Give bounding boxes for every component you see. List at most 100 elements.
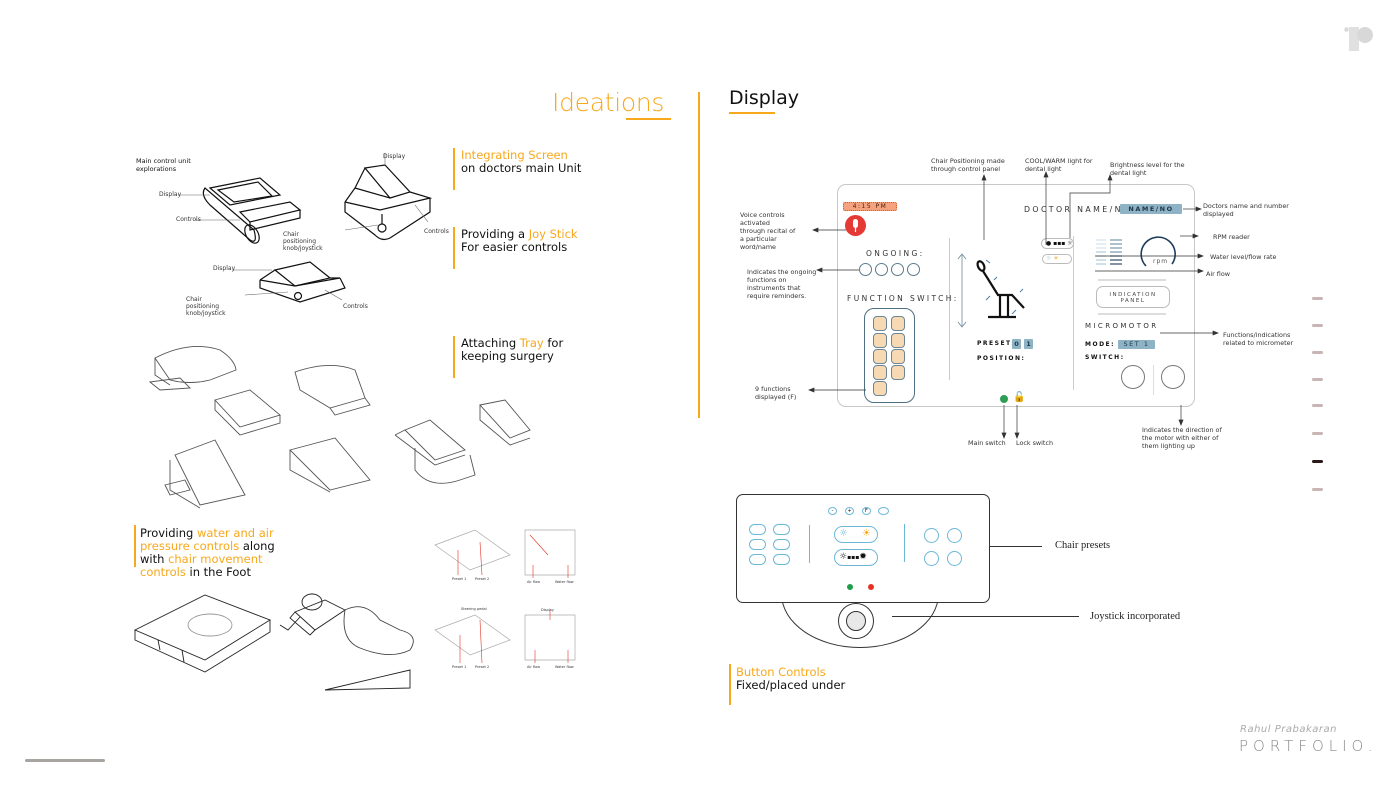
page-nav-dot-3[interactable] xyxy=(1312,351,1323,354)
annotation-voice: Voice controls activated through recital… xyxy=(740,211,796,251)
time-badge: 4:15 PM xyxy=(843,202,897,211)
ongoing-indicator-4[interactable] xyxy=(907,263,920,276)
foot-label-preset2-a: Preset 2 xyxy=(475,577,490,581)
annotation-ongoing: Indicates the ongoing functions on instr… xyxy=(747,268,817,300)
function-key-1[interactable] xyxy=(749,524,766,535)
chair-preset-2[interactable] xyxy=(947,528,962,543)
function-button-3[interactable] xyxy=(873,333,887,348)
switch-divider xyxy=(1153,365,1154,395)
sketch-label-main-control: Main control unit explorations xyxy=(136,157,191,173)
function-key-6[interactable] xyxy=(773,554,790,565)
led-green xyxy=(847,584,853,590)
motor-counterclockwise-button[interactable] xyxy=(1161,365,1185,389)
section-divider xyxy=(698,92,700,418)
point-tray: Attaching Tray for keeping surgery xyxy=(461,336,564,363)
rp-monogram-logo xyxy=(1343,26,1377,52)
cool-warm-rocker[interactable]: ☼☀ xyxy=(834,526,878,543)
point-bar-3 xyxy=(453,336,455,378)
function-button-2[interactable] xyxy=(891,316,905,331)
scroll-progress-track[interactable] xyxy=(25,759,105,762)
function-button-7[interactable] xyxy=(873,365,887,380)
lock-icon[interactable]: 🔓 xyxy=(1013,392,1026,403)
annotation-micromotor-functions: Functions/indications related to microme… xyxy=(1223,331,1294,347)
function-button-4[interactable] xyxy=(891,333,905,348)
caption-bar xyxy=(729,664,731,705)
indication-divider-top xyxy=(1098,279,1166,281)
page-nav-dot-7-active[interactable] xyxy=(1312,460,1323,463)
ongoing-label: ONGOING: xyxy=(866,249,925,258)
switch-label: SWITCH: xyxy=(1085,354,1125,361)
point-bar-1 xyxy=(453,148,455,190)
function-button-6[interactable] xyxy=(891,349,905,364)
function-button-5[interactable] xyxy=(873,349,887,364)
main-control-unit-sketches xyxy=(178,153,433,303)
voice-mic-button[interactable] xyxy=(845,215,866,236)
annotation-lock-switch: Lock switch xyxy=(1016,439,1054,447)
page-nav-dot-4[interactable] xyxy=(1312,378,1323,381)
ideations-title-underline xyxy=(626,118,671,120)
unit-divider-right xyxy=(904,524,906,562)
annotation-chair-positioning: Chair Positioning made through control p… xyxy=(931,157,1005,173)
foot-label-air-a: Air flow xyxy=(527,580,541,584)
motor-clockwise-button[interactable] xyxy=(1121,365,1145,389)
joystick[interactable] xyxy=(838,603,874,639)
cool-warm-toggle[interactable]: ☼ ☀ xyxy=(1042,254,1072,264)
preset-digit-2: 1 xyxy=(1024,339,1033,349)
function-button-8[interactable] xyxy=(891,365,905,380)
annotation-air: Air flow xyxy=(1206,270,1230,278)
function-key-5[interactable] xyxy=(749,554,766,565)
function-button-1[interactable] xyxy=(873,316,887,331)
callout-controls-a: Controls xyxy=(176,216,201,223)
brightness-rocker[interactable]: ☼▪▪▪✹ xyxy=(834,549,878,566)
joystick-leader xyxy=(892,616,1079,617)
chair-preset-4[interactable] xyxy=(947,551,962,566)
microphone-icon xyxy=(853,219,858,232)
key-blank[interactable] xyxy=(878,507,889,515)
led-red xyxy=(868,584,874,590)
ongoing-indicator-2[interactable] xyxy=(875,263,888,276)
foot-label-preset1-b: Preset 1 xyxy=(452,665,467,669)
callout-controls-c: Controls xyxy=(343,303,368,310)
position-label: POSITION: xyxy=(977,355,1026,362)
function-key-3[interactable] xyxy=(749,539,766,550)
label-joystick: Joystick incorporated xyxy=(1090,611,1181,622)
function-key-2[interactable] xyxy=(773,524,790,535)
page-nav-dot-8[interactable] xyxy=(1312,488,1323,491)
chair-preset-1[interactable] xyxy=(924,528,939,543)
point-bar-4 xyxy=(134,525,136,567)
foot-label-water-a: Water flow xyxy=(555,580,574,584)
doctor-name-value: NAME/NO xyxy=(1120,204,1182,214)
annotation-nine-functions: 9 functions displayed (F) xyxy=(755,385,797,401)
brightness-toggle[interactable]: ● ▪▪▪ ☼ xyxy=(1041,238,1074,249)
page-nav-dot-6[interactable] xyxy=(1312,432,1323,435)
key-plus[interactable]: + xyxy=(845,507,854,515)
page-nav-dot-5[interactable] xyxy=(1312,404,1323,407)
function-key-4[interactable] xyxy=(773,539,790,550)
function-button-9[interactable] xyxy=(873,381,887,396)
micromotor-label: MICROMOTOR xyxy=(1085,322,1159,330)
ongoing-indicator-3[interactable] xyxy=(891,263,904,276)
ongoing-indicator-1[interactable] xyxy=(859,263,872,276)
doctor-name-label: DOCTOR NAME/NO: xyxy=(1024,205,1137,214)
callout-display-a: Display xyxy=(159,191,182,198)
foot-label-display: Display xyxy=(541,608,554,612)
point-foot-controls: Providing water and air pressure control… xyxy=(140,526,275,579)
dental-chair-icon xyxy=(957,253,1025,328)
annotation-water: Water level/flow rate xyxy=(1210,253,1277,261)
function-switch-label: FUNCTION SWITCH: xyxy=(847,294,959,303)
label-chair-presets: Chair presets xyxy=(1055,540,1111,551)
key-minus[interactable]: - xyxy=(828,507,837,515)
display-title-underline xyxy=(729,112,775,114)
callout-display-c: Display xyxy=(213,265,236,272)
page-nav-dot-2[interactable] xyxy=(1312,324,1323,327)
annotation-brightness: Brightness level for the dental light xyxy=(1110,161,1185,177)
key-function[interactable]: F xyxy=(862,507,871,515)
chair-preset-3[interactable] xyxy=(924,551,939,566)
chair-presets-leader xyxy=(976,546,1042,547)
display-title: Display xyxy=(729,87,800,109)
page-nav-dot-1[interactable] xyxy=(1312,297,1323,300)
joystick-knob[interactable] xyxy=(846,611,866,631)
foot-pedal-sketches xyxy=(133,529,576,691)
foot-label-air-b: Air flow xyxy=(527,665,541,669)
main-switch[interactable] xyxy=(1000,395,1008,403)
